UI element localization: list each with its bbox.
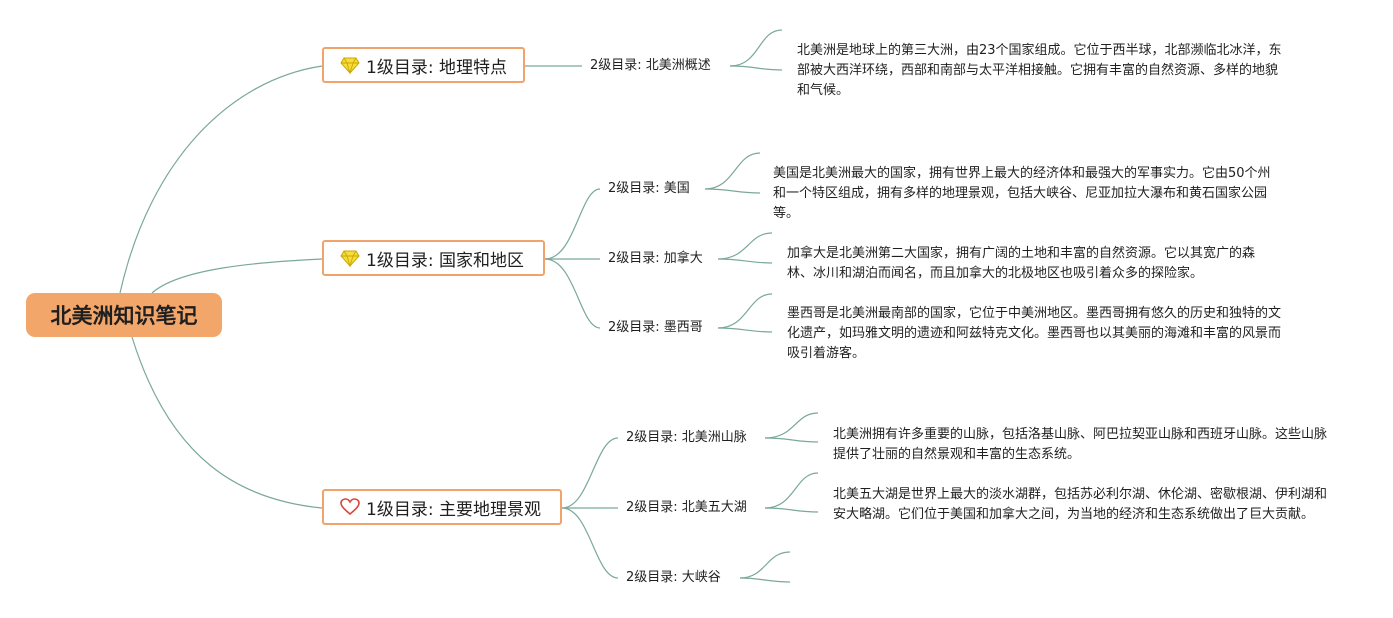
connector-desc-1-2-bottom xyxy=(717,327,773,333)
connector-desc-1-1-top xyxy=(717,232,773,260)
subtopic-mexico[interactable]: 2级目录: 墨西哥 xyxy=(608,319,703,337)
connector-desc-2-1-bottom xyxy=(764,507,819,513)
connector-root-branch-2 xyxy=(131,336,323,509)
subtopic-canada[interactable]: 2级目录: 加拿大 xyxy=(608,250,703,268)
connector-root-branch-1 xyxy=(151,258,323,294)
connector-desc-0-0-bottom xyxy=(729,65,783,71)
connector-desc-2-0-top xyxy=(764,412,819,439)
connector-desc-2-2-bottom xyxy=(739,577,791,583)
connector-desc-1-0-bottom xyxy=(704,188,761,194)
connector-desc-2-0-bottom xyxy=(764,437,819,443)
connector-desc-2-1-top xyxy=(764,472,819,509)
branch-topic-landscapes[interactable]: 1级目录: 主要地理景观 xyxy=(322,489,562,525)
subtopic-grand-canyon[interactable]: 2级目录: 大峡谷 xyxy=(626,569,721,587)
connector-desc-2-2-top xyxy=(739,551,791,579)
connector-desc-0-0-top xyxy=(729,29,783,67)
note-overview: 北美洲是地球上的第三大洲，由23个国家组成。它位于西半球，北部濒临北冰洋，东部被… xyxy=(797,43,1282,98)
subtopic-label: 2级目录: 加拿大 xyxy=(608,251,703,266)
subtopic-great-lakes[interactable]: 2级目录: 北美五大湖 xyxy=(626,499,747,517)
note-mountains: 北美洲拥有许多重要的山脉，包括洛基山脉、阿巴拉契亚山脉和西班牙山脉。这些山脉提供… xyxy=(833,427,1328,462)
heart-icon xyxy=(340,498,360,516)
note-usa: 美国是北美洲最大的国家，拥有世界上最大的经济体和最强大的军事实力。它由50个州和… xyxy=(773,166,1271,221)
note-great-lakes: 北美五大湖是世界上最大的淡水湖群，包括苏必利尔湖、休伦湖、密歇根湖、伊利湖和安大… xyxy=(833,487,1328,522)
subtopic-label: 2级目录: 大峡谷 xyxy=(626,570,721,585)
subtopic-overview[interactable]: 2级目录: 北美洲概述 xyxy=(590,57,711,75)
subtopic-usa[interactable]: 2级目录: 美国 xyxy=(608,180,690,198)
connector-branch-2-child-0 xyxy=(561,437,619,509)
subtopic-label: 2级目录: 北美洲山脉 xyxy=(626,430,747,445)
diamond-icon xyxy=(340,250,360,268)
subtopic-label: 2级目录: 北美洲概述 xyxy=(590,58,711,73)
note-canada: 加拿大是北美洲第二大国家，拥有广阔的土地和丰富的自然资源。它以其宽广的森林、冰川… xyxy=(787,246,1256,281)
subtopic-label: 2级目录: 美国 xyxy=(608,181,690,196)
connector-desc-1-1-bottom xyxy=(717,258,773,264)
connector-root-branch-0 xyxy=(119,65,323,294)
branch-topic-label: 1级目录: 主要地理景观 xyxy=(366,499,541,520)
subtopic-label: 2级目录: 北美五大湖 xyxy=(626,500,747,515)
connector-desc-1-0-top xyxy=(704,152,761,190)
root-topic-label: 北美洲知识笔记 xyxy=(50,304,198,328)
connector-branch-1-child-0 xyxy=(544,188,601,260)
branch-topic-label: 1级目录: 地理特点 xyxy=(366,57,507,78)
branch-topic-label: 1级目录: 国家和地区 xyxy=(366,250,524,271)
subtopic-label: 2级目录: 墨西哥 xyxy=(608,320,703,335)
branch-topic-geography[interactable]: 1级目录: 地理特点 xyxy=(322,47,525,83)
note-mexico: 墨西哥是北美洲最南部的国家，它位于中美洲地区。墨西哥拥有悠久的历史和独特的文化遗… xyxy=(787,306,1282,361)
subtopic-mountains[interactable]: 2级目录: 北美洲山脉 xyxy=(626,429,747,447)
connector-branch-1-child-2 xyxy=(544,258,601,329)
root-topic[interactable]: 北美洲知识笔记 xyxy=(26,293,222,337)
branch-topic-countries[interactable]: 1级目录: 国家和地区 xyxy=(322,240,545,276)
connector-branch-2-child-2 xyxy=(561,507,619,579)
connector-desc-1-2-top xyxy=(717,293,773,329)
diamond-icon xyxy=(340,57,360,75)
